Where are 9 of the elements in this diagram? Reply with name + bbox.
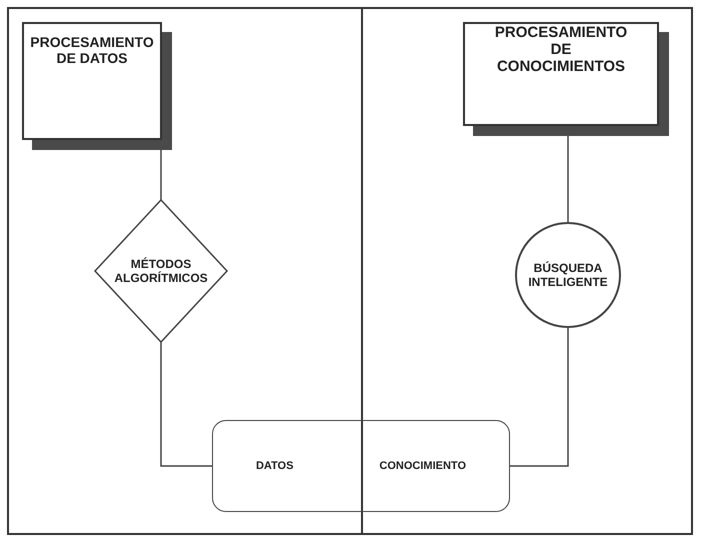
node-label: PROCESAMIENTO DE DATOS	[29, 34, 155, 66]
connector-line	[510, 328, 569, 467]
rounded-box	[212, 420, 510, 512]
box-label: DATOS	[254, 460, 294, 472]
node-label: MÉTODOS ALGORÍTMICOS	[113, 257, 209, 285]
connector-line	[160, 342, 212, 467]
node-label: BÚSQUEDA INTELIGENTE	[527, 261, 609, 289]
box-label: CONOCIMIENTO	[378, 460, 467, 472]
node-label: PROCESAMIENTO DE CONOCIMIENTOS	[494, 24, 628, 75]
